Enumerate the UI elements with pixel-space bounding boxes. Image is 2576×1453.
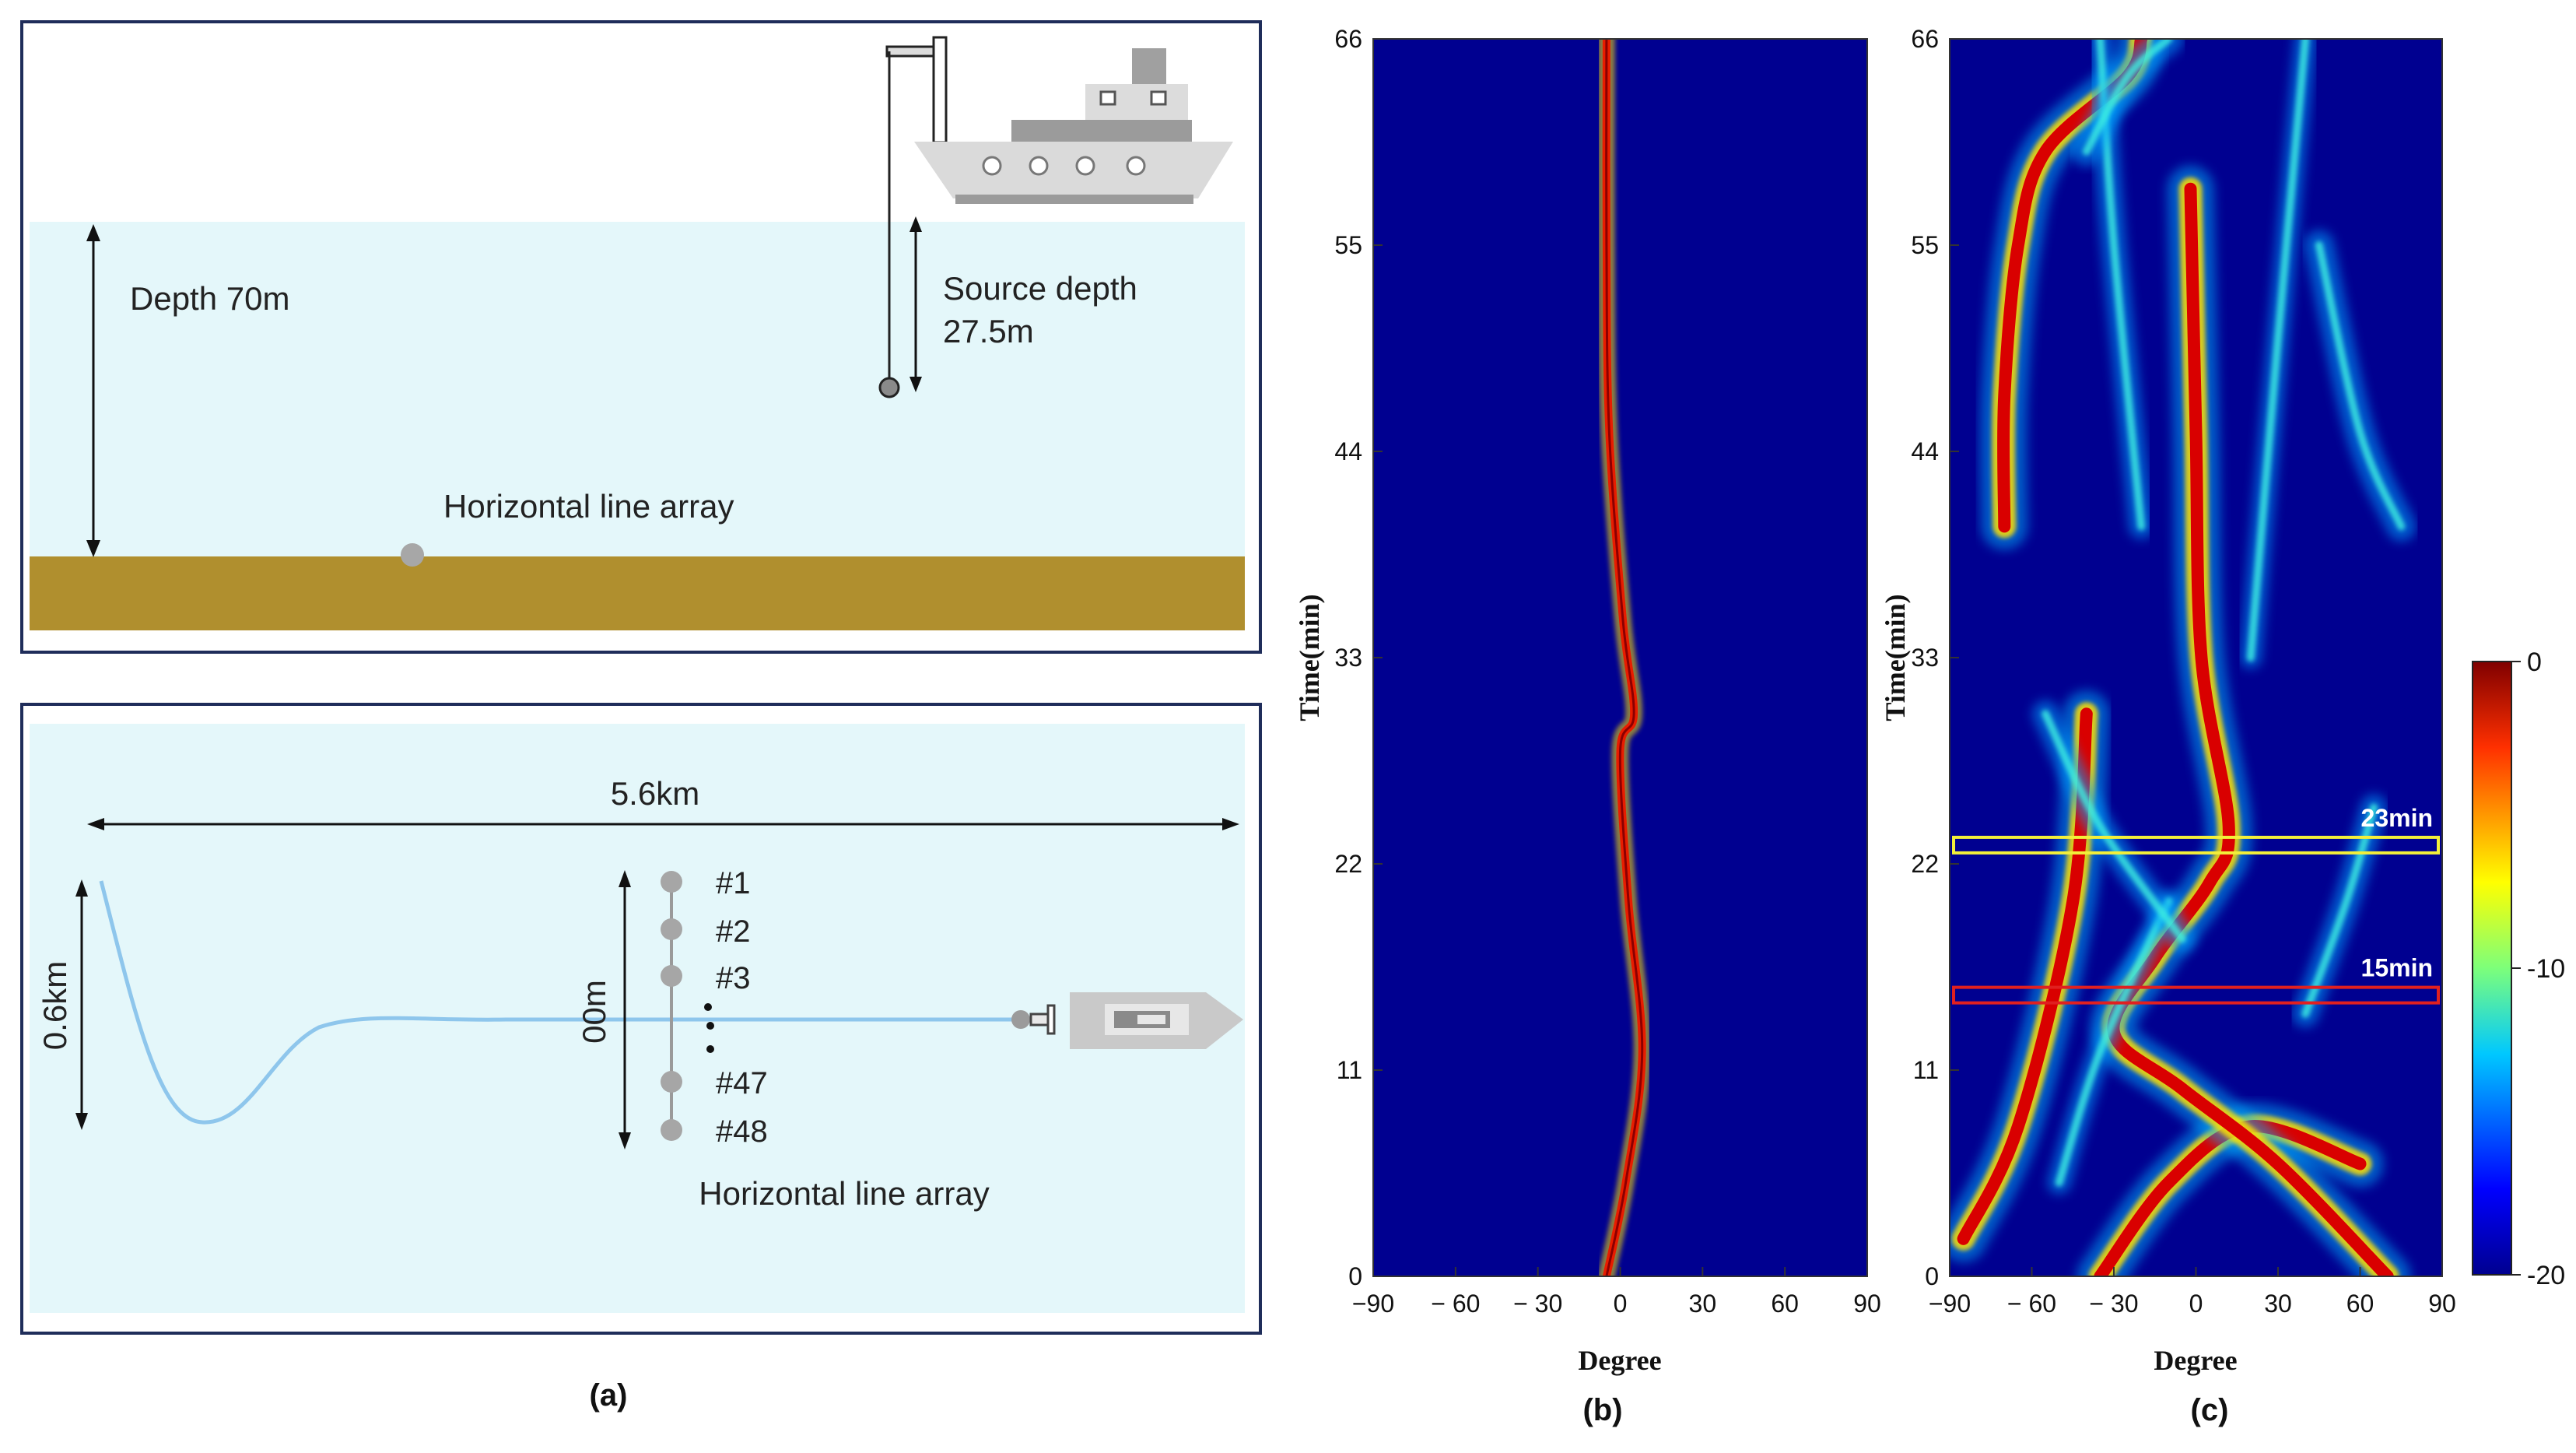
chart-c-xlabel: Degree: [2154, 1345, 2237, 1376]
colorbar: 0 -10 -20: [2472, 648, 2565, 1290]
caption-b: (b): [1582, 1393, 1622, 1427]
x-tick-label: 60: [2346, 1290, 2374, 1318]
array-element-icon: [661, 1119, 682, 1141]
time-window-box: [1952, 835, 2440, 855]
chart-c: 23min 15min −90 − 60 − 30 0 30 60 90 0 11 22 33 44 55…: [1880, 25, 2456, 1427]
x-tick-label: − 60: [1431, 1290, 1480, 1318]
x-tick-label: −90: [1352, 1290, 1394, 1318]
chart-b-axes: −90 − 60 − 30 0 30 60 90 0 11 22 33 44 55 66: [1334, 25, 1880, 1318]
tow-cable: [99, 880, 1015, 1125]
y-tick-label: 66: [1334, 25, 1362, 53]
colorbar-gradient: [2472, 661, 2512, 1276]
colorbar-tick-label: -10: [2527, 954, 2565, 984]
array-element-icon: [661, 1071, 682, 1093]
x-tick-label: 30: [2264, 1290, 2292, 1318]
time-window-label: 15min: [2361, 954, 2433, 982]
x-tick-label: − 30: [2089, 1290, 2138, 1318]
colorbar-ticks: 0 -10 -20: [2511, 648, 2565, 1290]
track-line: [2042, 710, 2186, 943]
array-element-icon: [661, 871, 682, 893]
y-tick-label: 33: [1911, 644, 1939, 672]
distance-label: 5.6km: [611, 775, 699, 812]
element-label: #1: [716, 866, 751, 900]
offset-arrow-icon: [75, 879, 88, 1130]
side-array-label: Horizontal line array: [443, 488, 734, 525]
x-tick-label: 0: [1614, 1290, 1628, 1318]
top-view-panel: 5.6km 0.6km 00m #1 #2 #3 #47 #48: [20, 703, 1262, 1335]
time-window-box: [1952, 985, 2440, 1005]
x-tick-label: − 60: [2007, 1290, 2056, 1318]
y-tick-label: 44: [1334, 437, 1362, 465]
ellipsis-dot-icon: [706, 1022, 714, 1030]
y-tick-label: 11: [1913, 1056, 1939, 1084]
chart-b: −90 − 60 − 30 0 30 60 90 0 11 22 33 44 55 66 Time(min…: [1294, 25, 1881, 1427]
element-label: #2: [716, 914, 751, 949]
chart-b-ylabel: Time(min): [1294, 594, 1325, 721]
element-label: #48: [716, 1114, 768, 1149]
colorbar-tick-label: 0: [2527, 648, 2542, 677]
depth-arrow-icon: [86, 224, 100, 557]
seabed: [30, 556, 1245, 630]
y-tick-label: 0: [1925, 1262, 1939, 1290]
y-tick-label: 22: [1911, 850, 1939, 878]
y-tick-label: 66: [1911, 25, 1939, 53]
ellipsis-dot-icon: [704, 1003, 712, 1011]
x-tick-label: 60: [1771, 1290, 1799, 1318]
y-tick-label: 33: [1334, 644, 1362, 672]
track-line: [2246, 39, 2310, 662]
source-depth-label: Source depth: [943, 270, 1137, 307]
source-depth-arrow-icon: [909, 216, 922, 392]
ellipsis-dot-icon: [706, 1045, 714, 1053]
x-tick-label: − 30: [1513, 1290, 1562, 1318]
spacing-label: 00m: [576, 980, 612, 1044]
chart-c-axes: −90 − 60 − 30 0 30 60 90 0 11 22 33 44 55 66: [1911, 25, 2455, 1318]
x-tick-label: −90: [1929, 1290, 1971, 1318]
x-tick-label: 90: [1853, 1290, 1881, 1318]
track-line: [2315, 241, 2406, 531]
spacing-arrow-icon: [619, 870, 631, 1149]
chart-b-tracks: [1597, 39, 1651, 1276]
water-column: [30, 222, 1245, 556]
y-tick-label: 44: [1911, 437, 1939, 465]
track-line: [2094, 1120, 2367, 1276]
x-tick-label: 0: [2189, 1290, 2203, 1318]
y-tick-label: 22: [1334, 850, 1362, 878]
depth-label: Depth 70m: [130, 280, 289, 317]
time-window-label: 23min: [2361, 804, 2433, 832]
distance-arrow-icon: [87, 818, 1239, 830]
x-tick-label: 30: [1689, 1290, 1717, 1318]
element-label: #3: [716, 961, 751, 995]
track-line: [2107, 182, 2394, 1276]
caption-c: (c): [2191, 1393, 2229, 1427]
track-core: [1605, 39, 1644, 1276]
x-tick-label: 90: [2428, 1290, 2456, 1318]
y-tick-label: 11: [1337, 1056, 1362, 1084]
towed-vessel-icon: [1011, 992, 1243, 1049]
chart-b-xlabel: Degree: [1578, 1345, 1661, 1376]
source-icon: [878, 377, 900, 398]
y-tick-label: 55: [1334, 231, 1362, 259]
array-element-icon: [661, 965, 682, 987]
chart-c-annotations: 23min 15min: [1952, 804, 2440, 1005]
ship-icon: [885, 36, 1233, 381]
offset-label: 0.6km: [37, 961, 73, 1050]
caption-a: (a): [590, 1378, 628, 1413]
array-element-icon: [661, 918, 682, 940]
chart-c-tracks: [1950, 39, 2417, 1276]
side-view-panel: Depth 70m Source depth 27.5m Ho: [20, 20, 1262, 654]
top-array-label: Horizontal line array: [699, 1175, 990, 1212]
y-tick-label: 0: [1348, 1262, 1362, 1290]
element-label: #47: [716, 1066, 768, 1100]
colorbar-tick-label: -20: [2527, 1261, 2565, 1290]
chart-c-ylabel: Time(min): [1880, 594, 1911, 721]
track-line: [2055, 897, 2173, 1187]
y-tick-label: 55: [1911, 231, 1939, 259]
track-line: [2082, 39, 2173, 156]
array-node-icon: [401, 543, 424, 567]
source-depth-value: 27.5m: [943, 313, 1034, 349]
